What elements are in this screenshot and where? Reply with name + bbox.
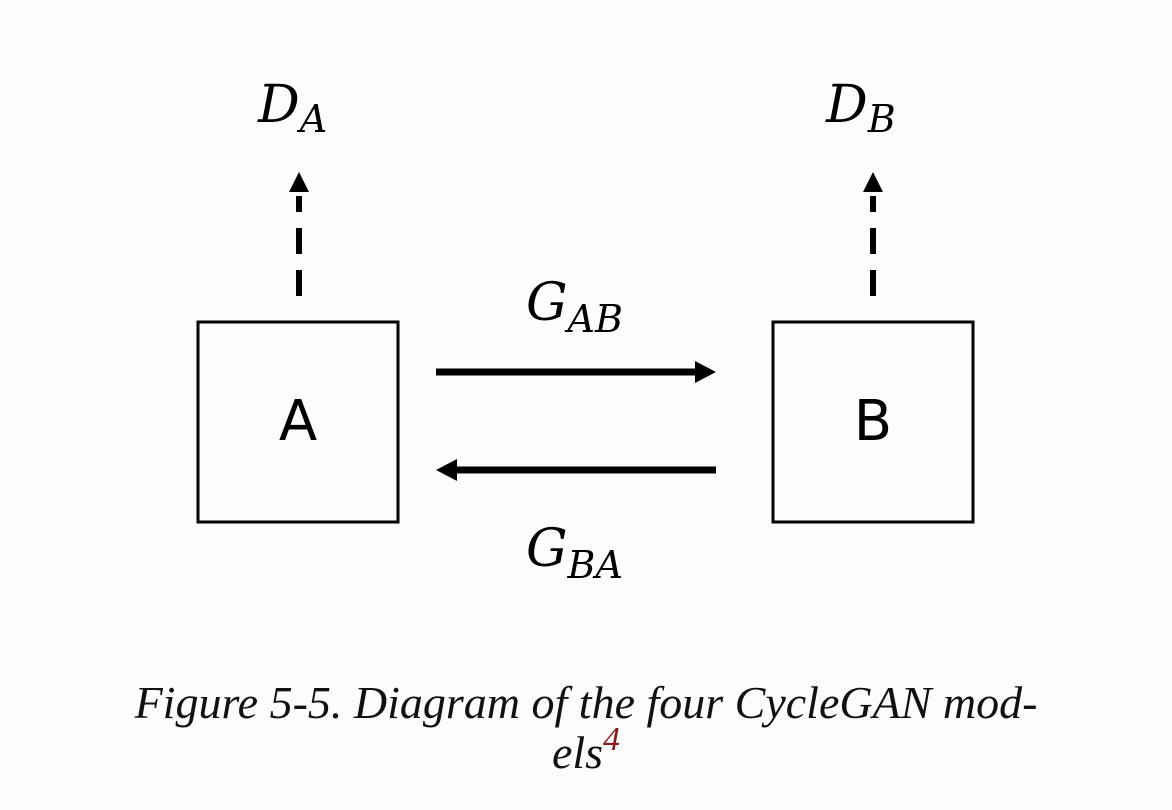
generator-ab-label: GAB [526,273,623,341]
cyclegan-diagram: DA DB A B GAB GBA [196,75,975,587]
node-a-label: A [279,389,317,454]
discriminator-b-subscript: B [867,97,896,141]
generator-ab-subscript: AB [565,297,623,341]
arrow-generator-ba [436,459,716,481]
discriminator-b-label: DB [825,75,896,141]
caption-line-1: Figure 5-5. Diagram of the four CycleGAN… [134,677,1038,728]
dashed-arrow-b-to-discriminator [863,172,883,296]
generator-ba-label: GBA [526,519,623,587]
discriminator-a-subscript: A [297,97,327,141]
caption-line-2: els4 [0,723,1172,778]
dashed-arrow-a-to-discriminator [289,172,309,296]
discriminator-a-label: DA [257,75,327,141]
caption-line-2-text: els [551,727,604,778]
node-b-box [771,320,975,524]
node-a-box [196,320,400,524]
generator-ba-subscript: BA [567,543,623,587]
figure-caption: Figure 5-5. Diagram of the four CycleGAN… [0,678,1172,778]
node-b-label: B [854,389,892,454]
arrow-generator-ab [436,361,716,383]
footnote-link[interactable]: 4 [603,721,621,758]
